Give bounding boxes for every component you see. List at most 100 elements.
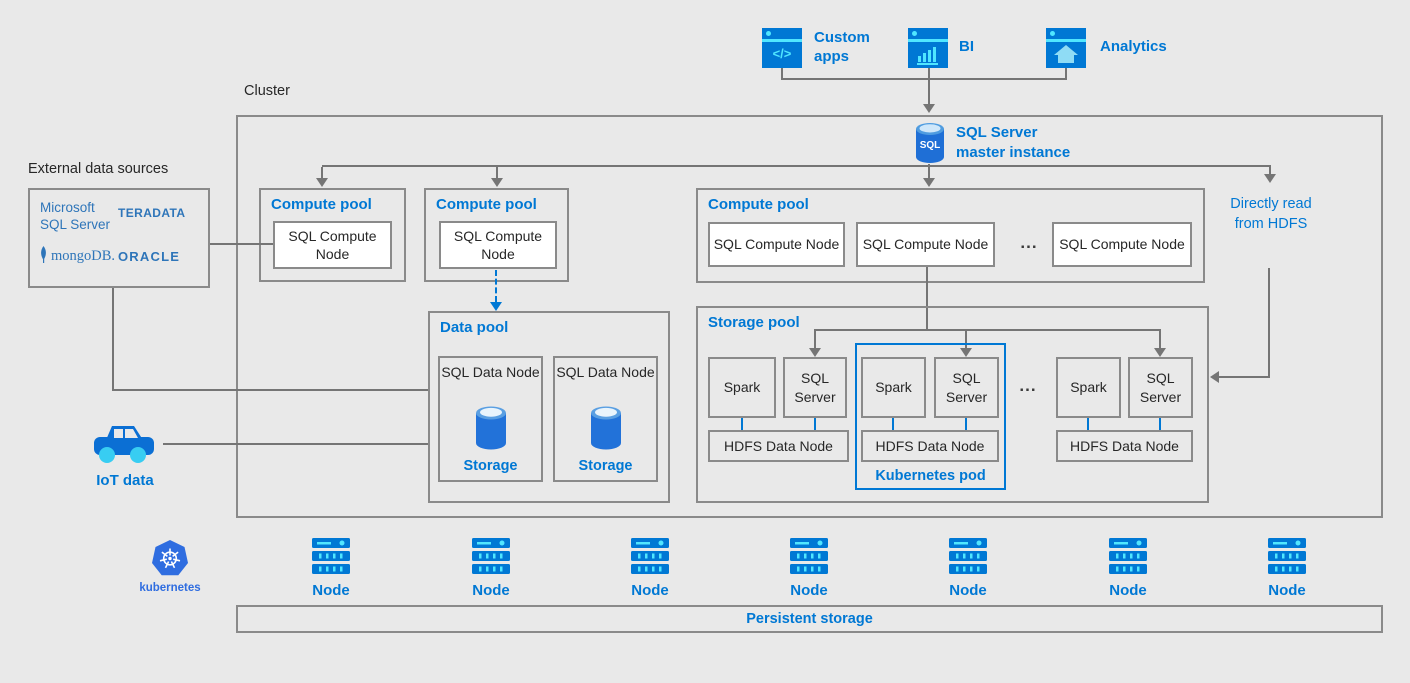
window-titlebar-icon	[908, 39, 948, 42]
connector-line	[496, 167, 498, 178]
hdfs-data-node-label: HDFS Data Node	[1070, 437, 1179, 454]
connector-line-blue	[1087, 418, 1089, 430]
arrow-down-icon	[316, 178, 328, 187]
mongodb-logo: mongoDB.	[51, 248, 116, 264]
arrow-left-icon	[1210, 371, 1219, 383]
node-label: Node	[1268, 582, 1306, 599]
connector-line	[814, 331, 816, 348]
storage-pool-title: Storage pool	[708, 314, 800, 331]
kubernetes-label: kubernetes	[139, 582, 201, 594]
microsoft-sql-server-logo-line2: SQL Server	[40, 216, 111, 232]
connector-line	[965, 331, 967, 348]
hdfs-data-node-box: HDFS Data Node	[1056, 430, 1193, 462]
connector-line	[1065, 68, 1067, 80]
connector-line	[163, 443, 428, 445]
node-label: Node	[949, 582, 987, 599]
connector-line	[210, 243, 273, 245]
sql-data-node-box	[553, 356, 658, 482]
sql-compute-node-box: SQL Compute Node	[856, 222, 995, 267]
window-dot-icon	[1050, 31, 1055, 36]
cluster-label: Cluster	[244, 83, 290, 99]
connector-line	[322, 165, 1271, 167]
connector-line	[928, 164, 930, 178]
sql-data-node-label: SQL Data Node	[556, 364, 655, 380]
server-node-icon	[1109, 538, 1147, 574]
arrow-down-icon	[490, 302, 502, 311]
sql-server-label: SQL Server	[1139, 370, 1182, 405]
car-icon	[94, 426, 154, 463]
connector-line	[1269, 167, 1271, 174]
storage-pool-box	[696, 306, 1209, 503]
sql-server-label: SQL Server	[794, 370, 836, 405]
spark-box: Spark	[861, 357, 926, 418]
sql-data-node-label: SQL Data Node	[441, 364, 540, 380]
connector-line	[1159, 331, 1161, 348]
persistent-storage-label: Persistent storage	[746, 611, 873, 627]
server-node-icon	[472, 538, 510, 574]
window-titlebar-icon	[1046, 39, 1086, 42]
external-sources-box	[28, 188, 210, 288]
compute-pool-3-title: Compute pool	[708, 196, 809, 213]
bar-chart-glyph	[917, 47, 938, 65]
sql-compute-node-box: SQL Compute Node	[439, 221, 557, 269]
kubernetes-pod-box	[855, 343, 1006, 490]
spark-label: Spark	[875, 379, 912, 396]
external-sources-title: External data sources	[28, 161, 169, 177]
arrow-down-icon	[809, 348, 821, 357]
arrow-down-icon	[1154, 348, 1166, 357]
hdfs-data-node-box: HDFS Data Node	[861, 430, 999, 462]
node-label: Node	[631, 582, 669, 599]
spark-label: Spark	[1070, 379, 1107, 396]
teradata-logo: TERADATA	[118, 206, 186, 220]
connector-line-blue	[892, 418, 894, 430]
arrow-down-icon	[491, 178, 503, 187]
cluster-box	[236, 115, 1383, 518]
connector-line-blue	[814, 418, 816, 430]
server-node-icon	[790, 538, 828, 574]
connector-line-blue	[1159, 418, 1161, 430]
compute-pool-1-title: Compute pool	[271, 196, 372, 213]
node-label: Node	[790, 582, 828, 599]
code-glyph: </>	[772, 46, 792, 61]
iot-data-label: IoT data	[96, 472, 154, 489]
arrow-down-icon	[1264, 174, 1276, 183]
window-titlebar-icon	[762, 39, 802, 42]
connector-line-blue	[741, 418, 743, 430]
server-node-icon	[949, 538, 987, 574]
sql-compute-node-label: SQL Compute Node	[862, 236, 989, 253]
spark-box: Spark	[708, 357, 776, 418]
connector-line	[926, 267, 928, 331]
hdfs-data-node-box: HDFS Data Node	[708, 430, 849, 462]
server-node-icon	[312, 538, 350, 574]
kubernetes-logo-icon	[152, 540, 188, 576]
ellipsis: ...	[1020, 233, 1038, 252]
connector-line	[1219, 376, 1270, 378]
sql-compute-node-label: SQL Compute Node	[1059, 236, 1185, 253]
arrow-down-icon	[923, 178, 935, 187]
sql-server-box: SQL Server	[1128, 357, 1193, 418]
connector-line	[321, 167, 323, 178]
arrow-down-icon	[923, 104, 935, 113]
compute-pool-1-box	[259, 188, 406, 282]
sql-server-box: SQL Server	[783, 357, 847, 418]
node-label: Node	[472, 582, 510, 599]
ellipsis: ...	[1019, 376, 1037, 395]
connector-line-blue	[965, 418, 967, 430]
server-node-icon	[1268, 538, 1306, 574]
sql-server-label: SQL Server	[945, 370, 988, 405]
arrow-down-icon	[960, 348, 972, 357]
oracle-logo: ORACLE	[118, 249, 181, 264]
node-label: Node	[312, 582, 350, 599]
spark-box: Spark	[1056, 357, 1121, 418]
sql-server-box: SQL Server	[934, 357, 999, 418]
sql-compute-node-label: SQL Compute Node	[288, 227, 377, 262]
persistent-storage-bar: Persistent storage	[236, 605, 1383, 633]
bi-icon	[908, 28, 948, 68]
kubernetes-pod-label: Kubernetes pod	[875, 468, 986, 484]
analytics-label: Analytics	[1100, 38, 1167, 55]
connector-line-dashed	[495, 270, 497, 302]
connector-line	[814, 329, 1161, 331]
compute-pool-2-title: Compute pool	[436, 196, 537, 213]
window-dot-icon	[912, 31, 917, 36]
connector-line	[112, 288, 114, 391]
